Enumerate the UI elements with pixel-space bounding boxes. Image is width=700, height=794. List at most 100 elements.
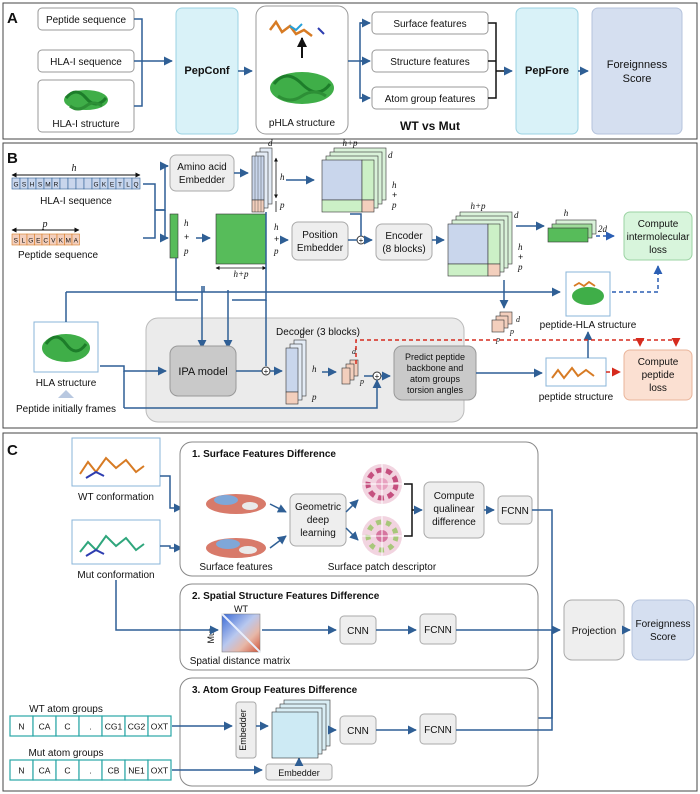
atom-cell-text: N <box>18 766 24 776</box>
geometric-label-2: deep <box>307 515 330 526</box>
frames-triangle-icon <box>58 390 74 398</box>
pep-seq-cell-text: M <box>66 238 71 245</box>
inter-h-label: h <box>564 208 569 218</box>
foreignness-label-c1: Foreignness <box>635 619 690 630</box>
hla-sequence-label: HLA-I sequence <box>50 57 122 68</box>
atom-group-features-label: Atom group features <box>385 94 476 105</box>
atom-cell-text: C <box>64 766 70 776</box>
foreignness-label-a2: Score <box>623 73 652 85</box>
foreignness-label-c2: Score <box>650 632 677 643</box>
mut-patch-descriptor-icon <box>362 516 402 556</box>
pair-top-p-label: p <box>391 200 397 210</box>
encoder-box <box>375 223 433 261</box>
pep-loss-label-1: Compute <box>638 357 679 368</box>
predict-label-4: torsion angles <box>407 385 464 395</box>
aa-embedder-label-2: Embedder <box>179 175 226 186</box>
matrix-mut-label: Mut <box>206 628 216 644</box>
s3-title: 3. Atom Group Features Difference <box>192 685 358 696</box>
fcnn-box-2 <box>419 613 457 645</box>
emb-h-label: h <box>280 172 285 182</box>
strip-plus: + <box>184 232 189 242</box>
hla-seq-cell <box>67 177 77 190</box>
hla-seq-cell-text: S <box>22 182 27 189</box>
pair-matrix-green <box>215 213 267 265</box>
matrix-wt-label: WT <box>234 604 248 614</box>
pep-seq-cell-text: S <box>14 238 19 245</box>
atom-cell-text: C <box>64 722 70 732</box>
phla-structure-box <box>255 5 349 135</box>
peptide-ribbon-icon <box>269 19 325 37</box>
peptide-frames-label: Peptide initially frames <box>16 404 116 415</box>
fcnn-label-1: FCNN <box>501 506 529 517</box>
wt-ribbon-icon <box>79 456 145 475</box>
wt-conformation-thumb <box>71 437 161 487</box>
intermolecular-tensor <box>547 219 597 243</box>
foreignness-score-box-a <box>591 7 683 135</box>
geometric-label-3: learning <box>300 528 336 539</box>
hla-seq-cell-text: M <box>45 182 50 189</box>
foreignness-label-a1: Foreignness <box>607 59 668 71</box>
cnn-label-1: CNN <box>347 626 369 637</box>
panel-b-label: B <box>7 150 18 167</box>
pp-d-label: d <box>516 315 521 324</box>
embedder-horizontal-label: Embedder <box>278 768 320 778</box>
atom-cell-text: OXT <box>151 722 168 732</box>
spatial-matrix-label: Spatial distance matrix <box>190 656 291 667</box>
dec-d-label: d <box>300 330 305 340</box>
panel-c: C WT conformation Mut conformation 1. Su… <box>2 432 698 792</box>
geometric-label-1: Geometric <box>295 502 341 513</box>
pos-embedder-label-2: Embedder <box>297 243 344 254</box>
decp-p-label: p <box>359 377 364 386</box>
decoder-peptide-stack <box>341 359 359 385</box>
embedder-vertical-box <box>235 701 257 759</box>
atom-cell <box>147 715 172 737</box>
inter-2d-label: 2d <box>598 224 608 234</box>
encoder-label-1: Encoder <box>385 231 423 242</box>
hla-seq-cell-text: G <box>13 182 18 189</box>
pep-seq-cell-text: G <box>28 238 33 245</box>
pep-seq-label: Peptide sequence <box>18 250 99 261</box>
mut-ribbon-icon <box>79 534 145 553</box>
inter-loss-label-2: intermolecular <box>627 232 690 243</box>
predict-label-3: atom groups <box>410 374 461 384</box>
hla-seq-cell-text: T <box>118 182 122 189</box>
s2-title: 2. Spatial Structure Features Difference <box>192 591 380 602</box>
sequence-embedding-stack <box>251 147 273 213</box>
wt-patch-descriptor-icon <box>362 464 402 504</box>
pair-repr-encoded <box>447 211 513 277</box>
atom-cell-text: . <box>89 766 91 776</box>
atom-cell-text: . <box>89 722 91 732</box>
phla-structure-label: pHLA structure <box>269 118 336 129</box>
pair-repr-top <box>321 147 387 213</box>
pepconf-label: PepConf <box>184 65 230 77</box>
decoder-label: Decoder (3 blocks) <box>276 327 360 338</box>
pair-top-h-label: h <box>392 180 397 190</box>
pair-top-plus: + <box>392 190 397 200</box>
pair-enc-h-label: h <box>518 242 523 252</box>
hla-seq-cell <box>131 177 141 190</box>
structure-features-label: Structure features <box>390 57 469 68</box>
hla-seq-cell-text: G <box>93 182 98 189</box>
sum-plus-3: + <box>375 372 380 381</box>
projection-label: Projection <box>572 626 616 637</box>
pep-loss-label-3: loss <box>649 383 667 394</box>
qualinear-label-1: Compute <box>434 491 475 502</box>
hla-seq-h-label: h <box>72 163 77 174</box>
fcnn-label-3: FCNN <box>424 725 452 736</box>
emb-d-label: d <box>268 138 273 148</box>
pepfore-label: PepFore <box>525 65 569 77</box>
pep-seq-cell-text: C <box>43 238 48 245</box>
pep-seq-cell <box>71 233 80 246</box>
hla-seq-cell-text: H <box>30 182 35 189</box>
peptide-structure-label: peptide structure <box>539 392 614 403</box>
decoder-single-stack <box>285 339 307 405</box>
atom-cell <box>147 759 172 781</box>
encoder-label-2: (8 blocks) <box>382 244 425 255</box>
hla-seq-cell <box>75 177 85 190</box>
mut-surface-icon <box>206 538 266 558</box>
panel-c-label: C <box>7 442 18 459</box>
